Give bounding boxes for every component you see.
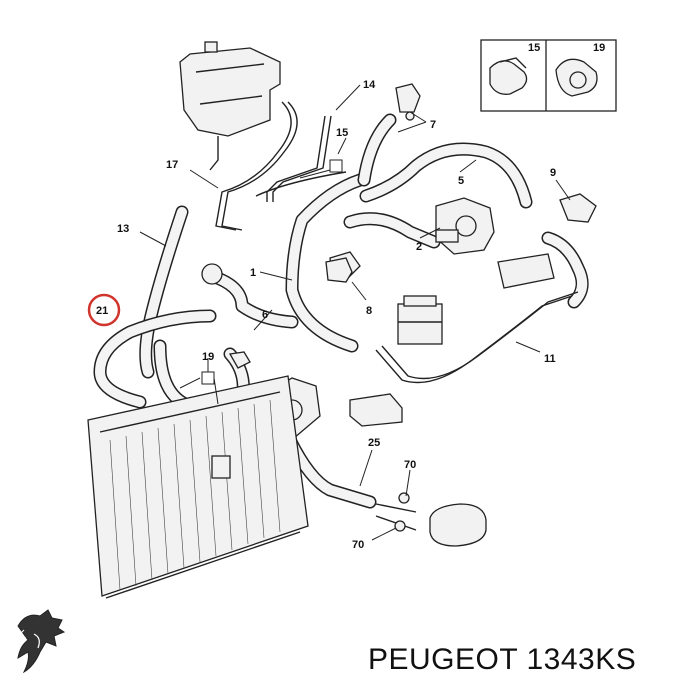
clip-15-icon	[489, 57, 528, 95]
footer-caption: PEUGEOT 1343KS	[368, 643, 637, 676]
expansion-tank	[179, 41, 281, 171]
part-label-2: 2	[416, 241, 422, 253]
part-label-70-top: 70	[404, 459, 416, 471]
part-label-1: 1	[250, 267, 256, 279]
clip-19-icon	[555, 58, 598, 97]
inset-box: 15 19	[480, 39, 617, 112]
highlight-circle	[87, 293, 121, 327]
thermostat-housing	[435, 197, 495, 255]
hose-13	[139, 205, 189, 379]
part-label-17: 17	[166, 159, 178, 171]
inset-label-19: 19	[593, 42, 605, 54]
part-label-5: 5	[458, 175, 464, 187]
radiator	[87, 375, 309, 599]
hose-5	[359, 142, 533, 209]
clip-19-center	[228, 351, 251, 369]
part-label-25: 25	[368, 437, 380, 449]
oil-cooler	[375, 492, 487, 547]
leader-lines	[139, 84, 571, 541]
part-label-9: 9	[550, 167, 556, 179]
clip-8	[325, 257, 353, 283]
part-label-19: 19	[202, 351, 214, 363]
small-hoses	[215, 101, 347, 231]
peugeot-lion-logo-icon	[17, 609, 66, 674]
inset-label-15: 15	[528, 42, 540, 54]
sensor-7	[357, 83, 421, 187]
part-label-7: 7	[430, 119, 436, 131]
part-label-15: 15	[336, 127, 348, 139]
part-label-11: 11	[544, 353, 556, 365]
connector-block	[349, 393, 403, 427]
hose-1	[285, 173, 441, 353]
part-label-13: 13	[117, 223, 129, 235]
part-label-14: 14	[363, 79, 376, 91]
hose-21	[93, 263, 299, 409]
egr-cooler	[497, 193, 597, 309]
part-label-8: 8	[366, 305, 372, 317]
part-label-70-bottom: 70	[352, 539, 364, 551]
part-label-6: 6	[262, 309, 268, 321]
hose-11	[375, 291, 579, 384]
part-label-21: 21	[96, 305, 108, 317]
